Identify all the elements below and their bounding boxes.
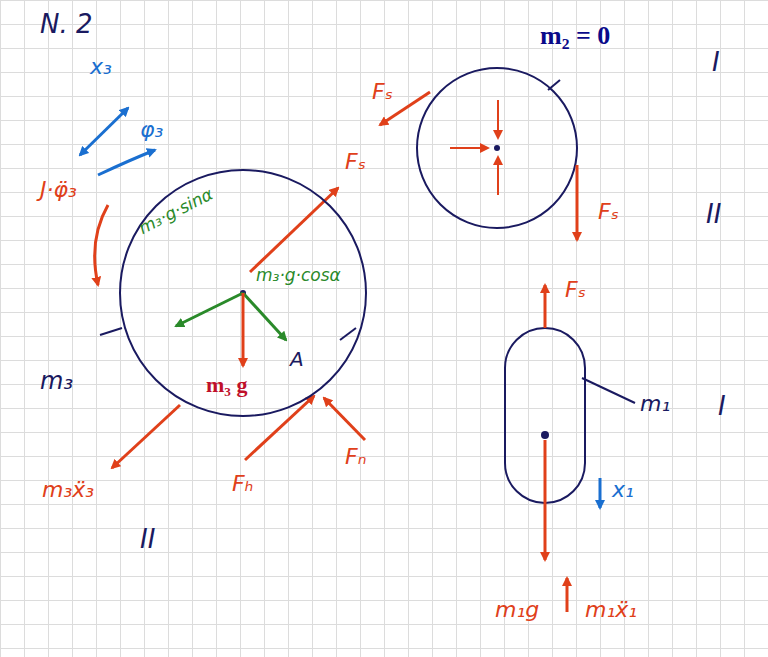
mass-label: m₃ — [40, 368, 73, 394]
weight-label: m₁g — [495, 598, 539, 622]
disk-body: m₃·g·sinα m₃·g·cosα m₃ g A — [118, 168, 368, 418]
force-component-label: m₃·g·sinα — [136, 184, 216, 237]
weight-label: m₃ g — [206, 373, 247, 397]
body-number: II — [706, 200, 721, 229]
coordinate-label: x₁ — [612, 478, 634, 502]
body-number: II — [140, 525, 155, 554]
force-label: Fₛ — [598, 200, 619, 224]
mass-note: m₂ = 0 — [540, 22, 610, 51]
force-component-label: m₃·g·cosα — [256, 266, 341, 285]
force-label: Fₕ — [232, 472, 253, 496]
coordinate-label: x₃ — [90, 55, 112, 79]
inertia-force-label: m₃ẍ₃ — [42, 478, 94, 502]
inertia-moment-label: J·φ̈₃ — [40, 178, 77, 202]
mass-label: m₁ — [640, 392, 670, 416]
body-number: I — [712, 48, 720, 77]
force-label: Fₙ — [345, 445, 366, 469]
body-number: I — [718, 392, 726, 421]
force-label: Fₛ — [565, 278, 586, 302]
point-label: A — [290, 348, 304, 370]
force-label: Fₛ — [345, 150, 366, 174]
angle-label: φ₃ — [140, 118, 163, 142]
inertia-force-label: m₁ẍ₁ — [585, 598, 637, 622]
force-label: Fₛ — [372, 80, 393, 104]
problem-number: N. 2 — [40, 10, 93, 39]
